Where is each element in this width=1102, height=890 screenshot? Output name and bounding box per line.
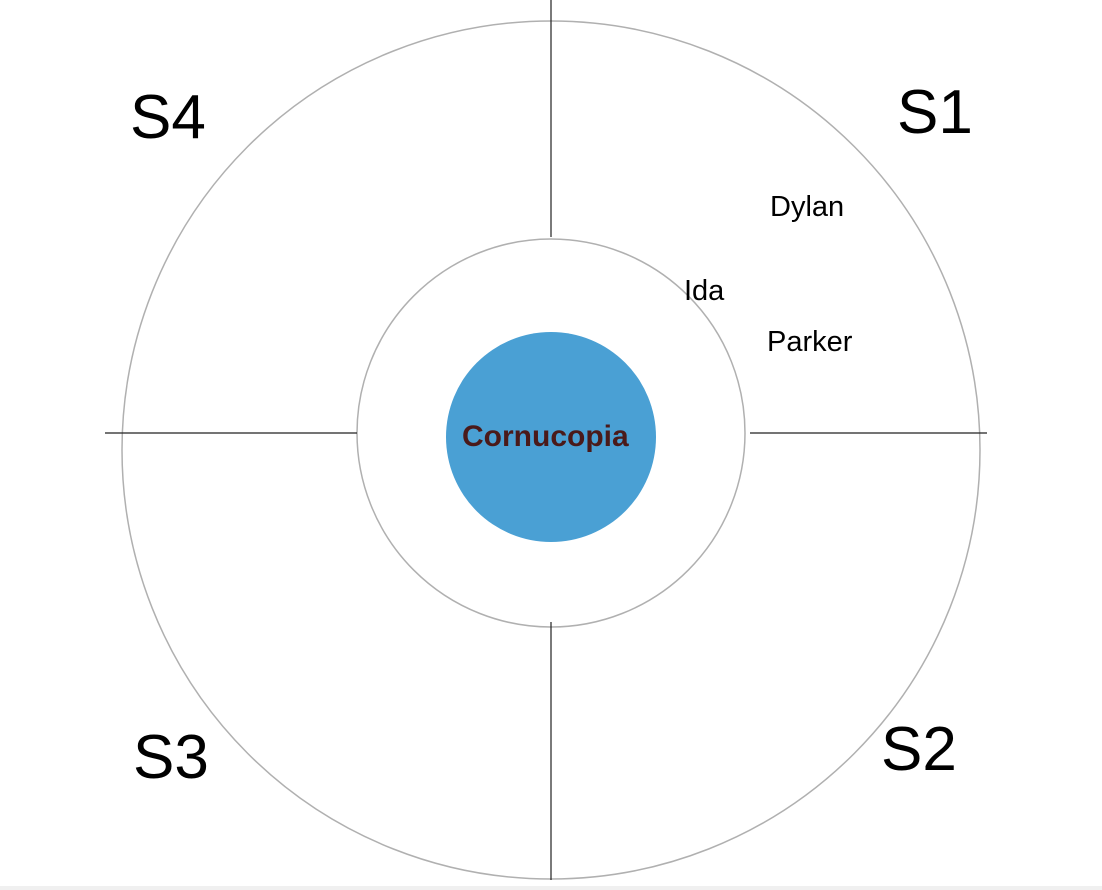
sector-label-s2: S2 — [881, 715, 957, 784]
tribute-label-ida: Ida — [684, 275, 725, 307]
tribute-label-parker: Parker — [767, 326, 853, 358]
sector-label-s3: S3 — [133, 723, 209, 792]
tribute-label-dylan: Dylan — [770, 191, 845, 223]
cornucopia-label: Cornucopia — [462, 420, 629, 453]
cornucopia-circle — [446, 332, 656, 542]
sector-label-s1: S1 — [897, 78, 973, 147]
bottom-edge — [0, 886, 1102, 890]
sector-label-s4: S4 — [130, 83, 206, 152]
